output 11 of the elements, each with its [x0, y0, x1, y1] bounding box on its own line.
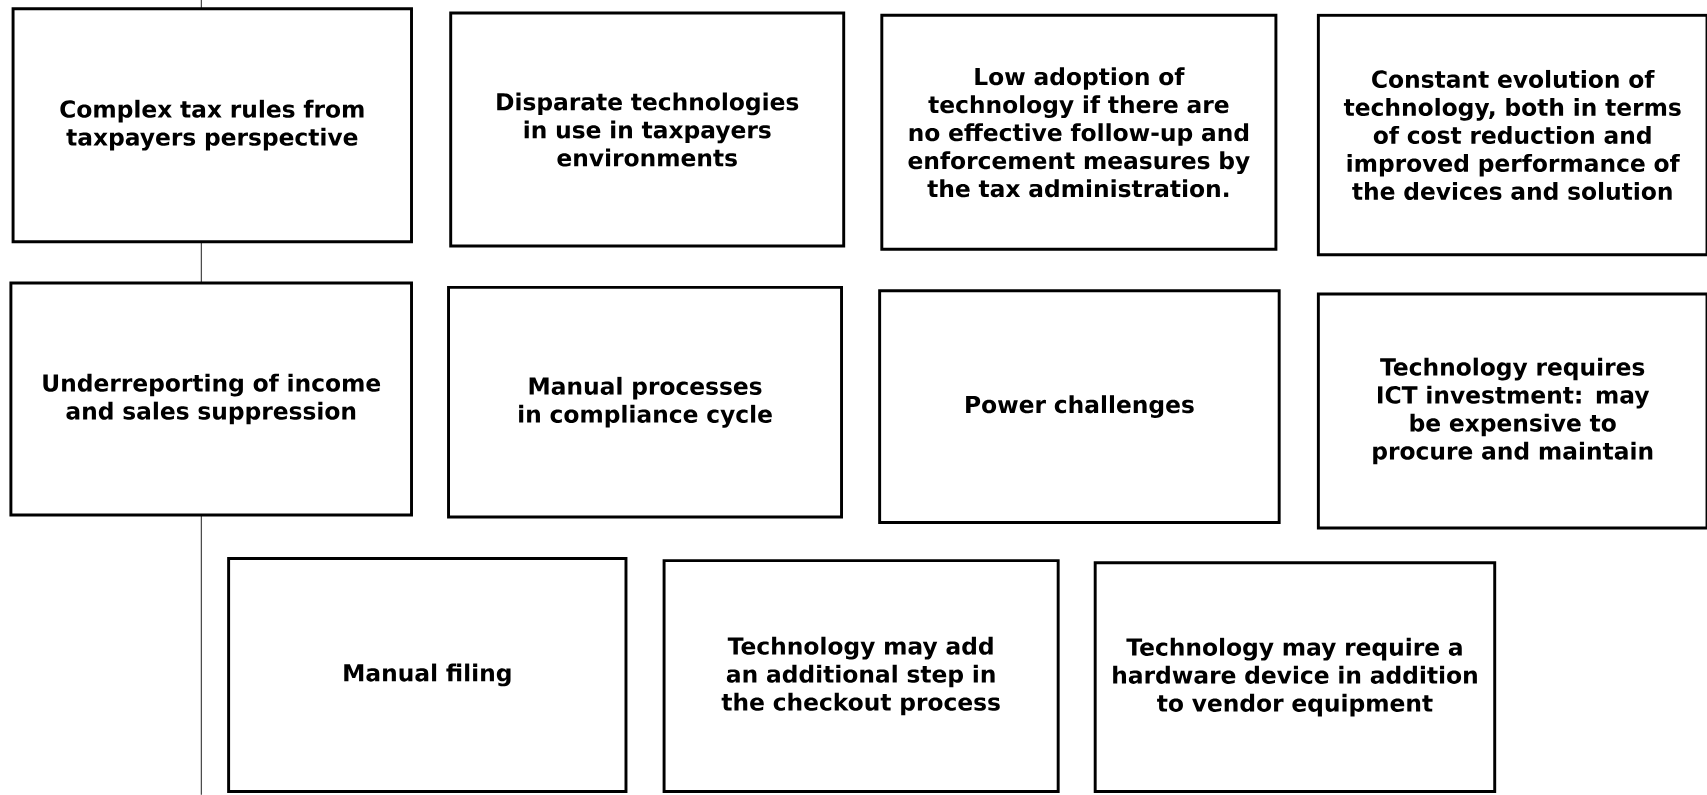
text-box: Manual filing [227, 557, 628, 793]
text-box: Disparate technologies in use in taxpayers environments [449, 11, 846, 248]
text-box: Low adoption of technology if there are no effective follow-up and enforcement measures by the tax administration. [880, 13, 1278, 251]
text-box: Complex tax rules from taxpayers perspective [11, 7, 413, 244]
text-box: Manual processes in compliance cycle [447, 285, 843, 519]
text-box: Technology may require a hardware device in addition to vendor equipment [1093, 561, 1497, 793]
text-box: Technology requires ICT investment: may be expensive to procure and maintain [1316, 292, 1707, 530]
text-box: Technology may add an additional step in the checkout process [662, 559, 1060, 793]
text-box: Underreporting of income and sales suppression [9, 281, 413, 517]
text-box: Power challenges [878, 289, 1281, 524]
text-box: Constant evolution of technology, both in terms of cost reduction and improved performance of the devices and solution [1316, 13, 1707, 257]
